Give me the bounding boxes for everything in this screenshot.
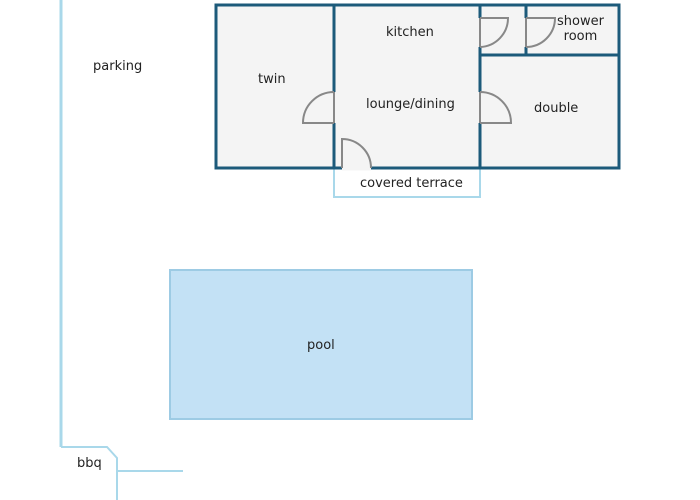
door-twin-icon xyxy=(301,91,335,124)
covered-terrace-outline xyxy=(333,167,481,198)
door-double-icon xyxy=(479,91,513,124)
bbq-enclosure xyxy=(61,446,183,500)
label-lounge-dining: lounge/dining xyxy=(366,97,455,112)
door-shower-icon xyxy=(525,17,557,48)
label-parking: parking xyxy=(93,59,143,74)
label-pool: pool xyxy=(307,338,335,353)
door-terrace-icon xyxy=(341,137,372,169)
label-bbq: bbq xyxy=(77,456,102,471)
door-closet-icon xyxy=(479,17,510,48)
label-shower-room: shower room xyxy=(557,14,604,44)
label-kitchen: kitchen xyxy=(386,25,434,40)
pool-shape xyxy=(169,269,473,420)
label-twin: twin xyxy=(258,72,286,87)
label-covered-terrace: covered terrace xyxy=(360,176,463,191)
label-double: double xyxy=(534,101,579,116)
